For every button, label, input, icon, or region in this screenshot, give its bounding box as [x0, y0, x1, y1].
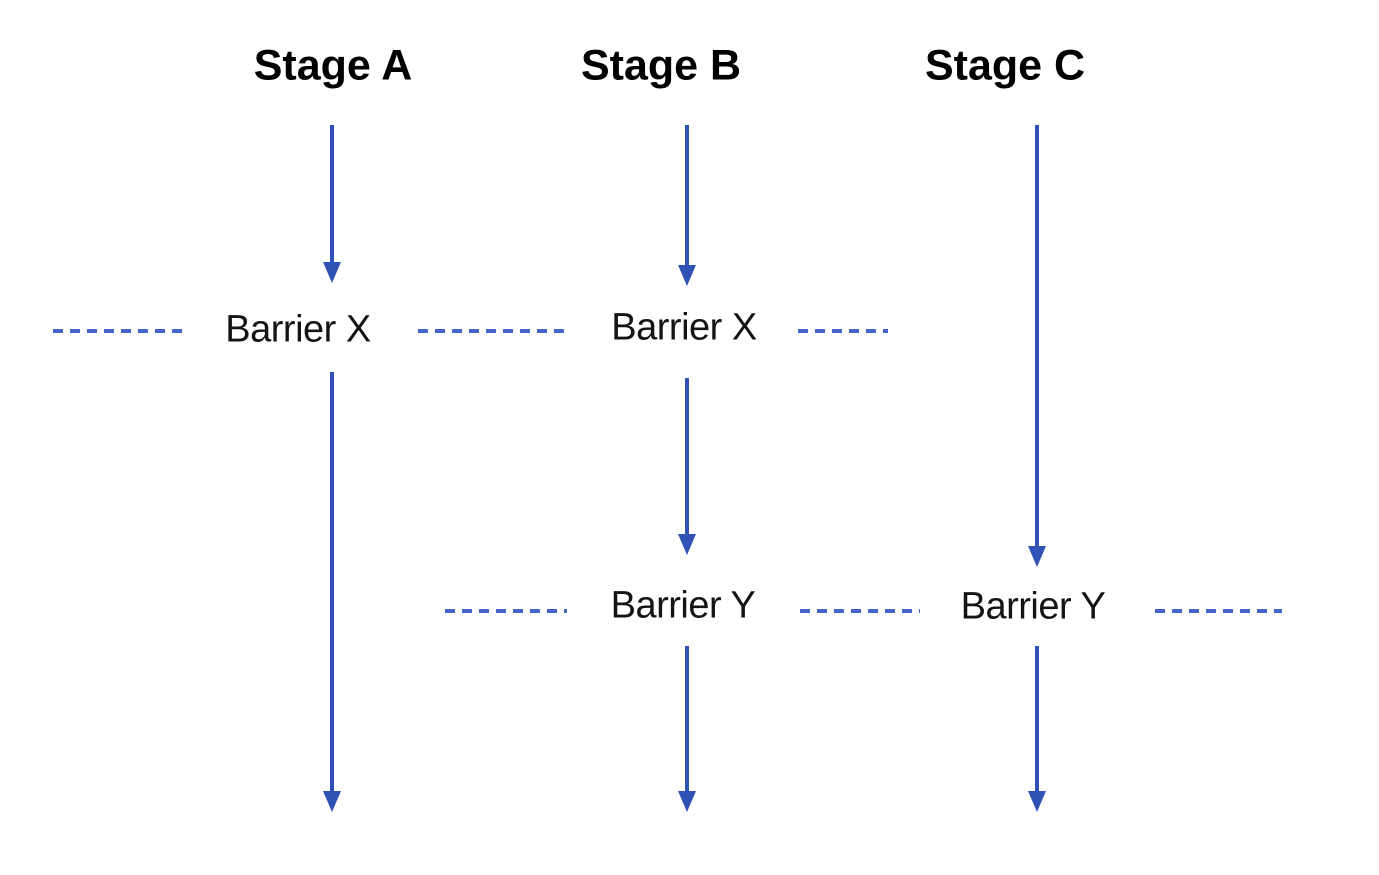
stage-b-arrow-upper-head [678, 265, 696, 286]
stage-c-arrow-lower-head [1028, 791, 1046, 812]
barrier-x-label-stage-b: Barrier X [605, 306, 763, 350]
stage-b-arrow-lower-head [678, 791, 696, 812]
stage-a-arrow-upper-head [323, 262, 341, 283]
stage-c-flow [1028, 125, 1046, 812]
stage-a-flow [323, 125, 341, 812]
stage-a-title: Stage A [253, 41, 413, 90]
stage-a-arrow-lower-head [323, 791, 341, 812]
stage-b-flow [678, 125, 696, 812]
barrier-y-label-stage-b: Barrier Y [604, 584, 762, 628]
stage-c-title: Stage C [924, 41, 1086, 90]
barrier-x-label-stage-a: Barrier X [219, 308, 377, 352]
stage-c-arrow-upper-head [1028, 546, 1046, 567]
stage-b-title: Stage B [580, 41, 742, 90]
barrier-y-label-stage-c: Barrier Y [954, 585, 1112, 629]
stage-b-arrow-middle-head [678, 534, 696, 555]
